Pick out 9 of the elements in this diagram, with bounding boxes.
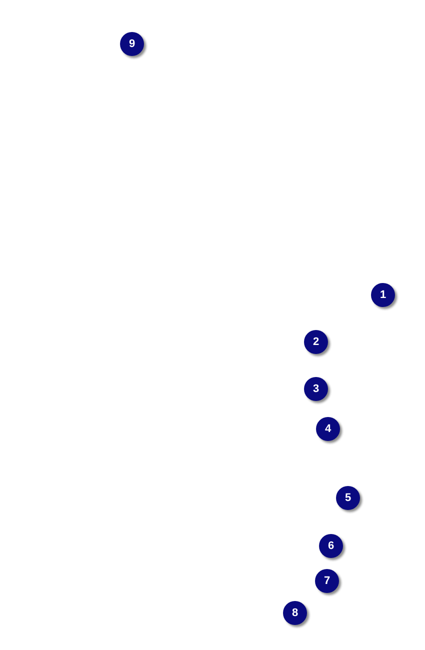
callout-number: 1 [371,283,395,307]
callout-number: 4 [316,417,340,441]
callout-number: 2 [304,330,328,354]
callout-number: 6 [319,534,343,558]
callout-number: 9 [120,32,144,56]
callout-number: 3 [304,377,328,401]
callout-number: 8 [283,601,307,625]
callout-number: 5 [336,486,360,510]
callout-number: 7 [315,569,339,593]
